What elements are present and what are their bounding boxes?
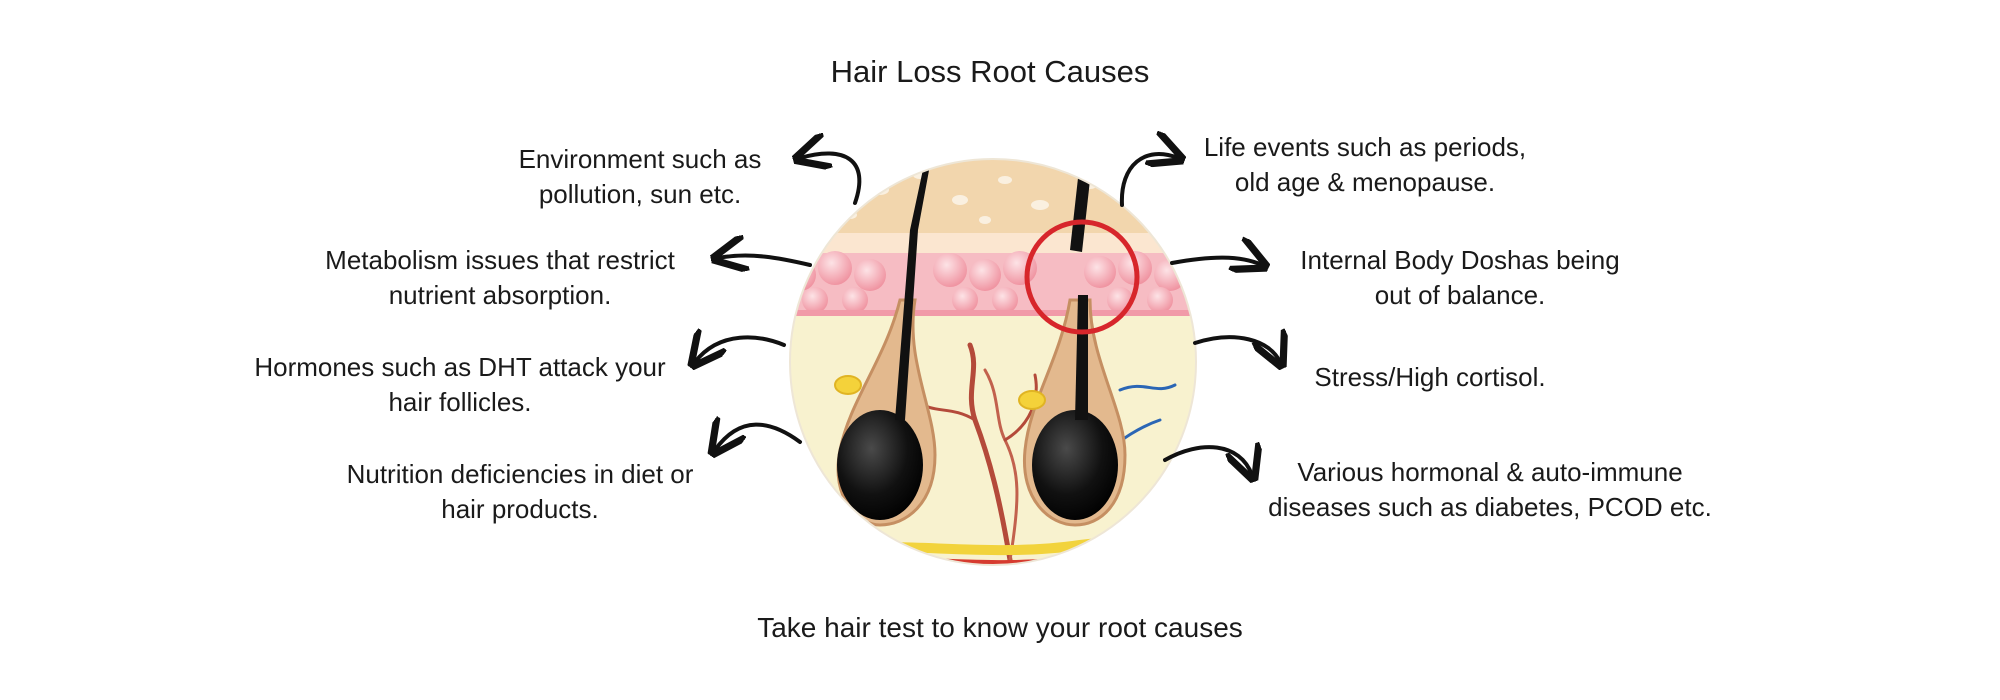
hair-test-cta[interactable]: Take hair test to know your root causes — [757, 612, 1243, 643]
cause-line: nutrient absorption. — [388, 280, 612, 310]
cause-line: Life events such as periods, — [1203, 132, 1527, 162]
skin-cross-section — [790, 159, 1196, 565]
cause-nutrition: Nutrition deficiencies in diet or hair p… — [300, 457, 740, 527]
cause-line: Stress/High cortisol. — [1314, 362, 1546, 392]
cause-line: Hormones such as DHT attack your — [254, 352, 666, 382]
curved-arrow-icon — [1119, 154, 1178, 207]
curved-arrow-icon — [715, 425, 802, 450]
cause-life-events: Life events such as periods, old age & m… — [1140, 130, 1590, 200]
cause-line: pollution, sun etc. — [538, 179, 742, 209]
cause-line: hair products. — [441, 494, 599, 524]
cause-line: Internal Body Doshas being — [1300, 245, 1620, 275]
curved-arrow-icon — [1170, 258, 1262, 265]
cause-environment: Environment such as pollution, sun etc. — [420, 142, 860, 212]
left-hair-follicle — [834, 160, 937, 527]
cause-line: Metabolism issues that restrict — [325, 245, 675, 275]
cause-diseases: Various hormonal & auto-immune diseases … — [1220, 455, 1760, 525]
cause-stress: Stress/High cortisol. — [1240, 360, 1620, 395]
curved-arrow-icon — [800, 153, 862, 205]
right-hair-follicle — [1018, 160, 1127, 527]
curved-arrow-icon — [1193, 337, 1280, 362]
diagram-title: Hair Loss Root Causes — [830, 54, 1150, 89]
cause-doshas: Internal Body Doshas being out of balanc… — [1240, 243, 1680, 313]
highlight-ring-icon — [1024, 219, 1140, 335]
curved-arrow-icon — [1163, 447, 1252, 475]
cause-line: out of balance. — [1374, 280, 1546, 310]
cause-line: Environment such as — [518, 144, 762, 174]
cause-line: old age & menopause. — [1234, 167, 1496, 197]
cause-line: diseases such as diabetes, PCOD etc. — [1268, 492, 1712, 522]
curved-arrow-icon — [695, 337, 786, 362]
cause-line: Nutrition deficiencies in diet or — [346, 459, 694, 489]
cause-line: hair follicles. — [388, 387, 532, 417]
cause-metabolism: Metabolism issues that restrict nutrient… — [250, 243, 750, 313]
curved-arrow-icon — [718, 256, 812, 265]
cause-hormones: Hormones such as DHT attack your hair fo… — [220, 350, 700, 420]
cause-line: Various hormonal & auto-immune — [1297, 457, 1683, 487]
